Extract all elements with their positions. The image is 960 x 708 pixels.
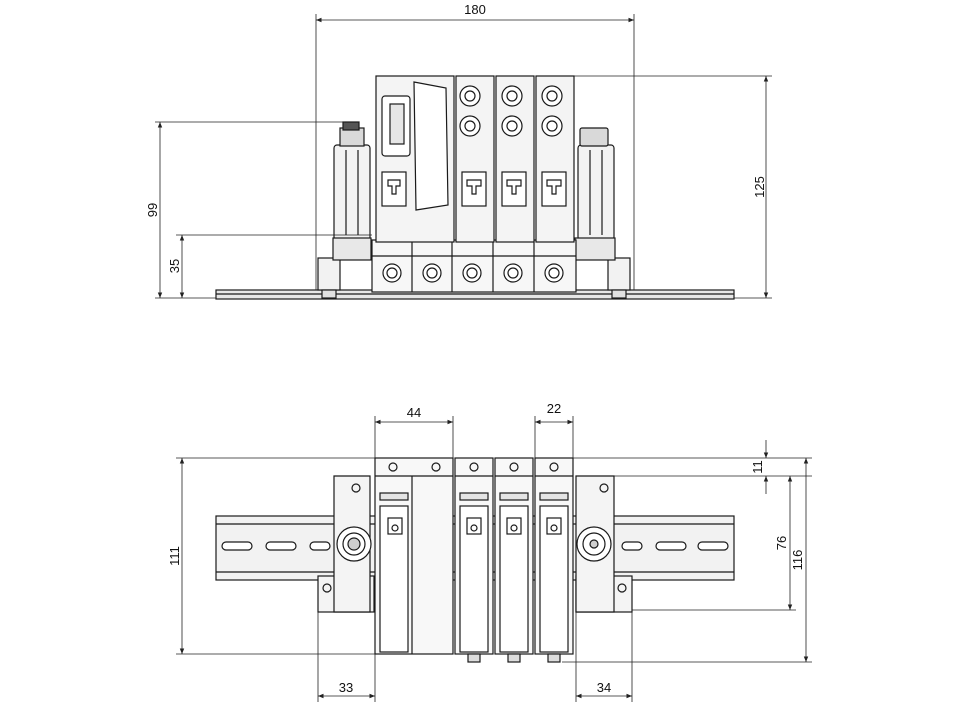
dim-base-height: 35 (167, 259, 182, 273)
dim-left-end: 33 (339, 680, 353, 695)
front-view (215, 75, 735, 300)
front-port (422, 263, 442, 283)
dim-right-end: 34 (597, 680, 611, 695)
rail-slot (621, 541, 643, 551)
top-dimensions (176, 416, 812, 702)
top-first-module (374, 457, 454, 655)
front-base-plates (371, 239, 577, 293)
top-valve-module (534, 457, 574, 663)
front-port (462, 263, 482, 283)
rail-slot (265, 541, 297, 551)
dim-overall-width: 180 (464, 2, 486, 17)
front-left-end-plate (317, 121, 372, 299)
dim-first-module-width: 44 (407, 405, 421, 420)
rail-slot (221, 541, 253, 551)
front-valve-module (495, 75, 535, 243)
rail-slot (309, 541, 331, 551)
front-first-module (375, 75, 455, 243)
dim-module-pitch: 22 (547, 401, 561, 416)
front-dimensions (155, 14, 772, 299)
front-valve-module (455, 75, 495, 243)
front-valve-module (535, 75, 575, 243)
dim-connector-height: 99 (145, 203, 160, 217)
top-view (215, 457, 735, 663)
dim-mid-height: 76 (774, 536, 789, 550)
top-left-end-plate (317, 475, 375, 613)
top-valve-module (454, 457, 494, 663)
top-right-end-plate (575, 475, 633, 613)
front-right-end-plate (574, 127, 631, 299)
front-port (544, 263, 564, 283)
dim-overall-height: 125 (752, 176, 767, 198)
dim-top-offset: 11 (750, 460, 765, 474)
rail-slot (655, 541, 687, 551)
front-port (382, 263, 402, 283)
dim-left-width: 111 (167, 546, 182, 566)
top-dimension-labels: 44 22 111 11 76 116 33 34 (167, 401, 805, 695)
rail-slot (697, 541, 729, 551)
top-valve-module (494, 457, 534, 663)
front-dimension-labels: 180 125 99 35 (145, 2, 767, 273)
front-port (503, 263, 523, 283)
dim-overall-depth: 116 (790, 550, 805, 571)
